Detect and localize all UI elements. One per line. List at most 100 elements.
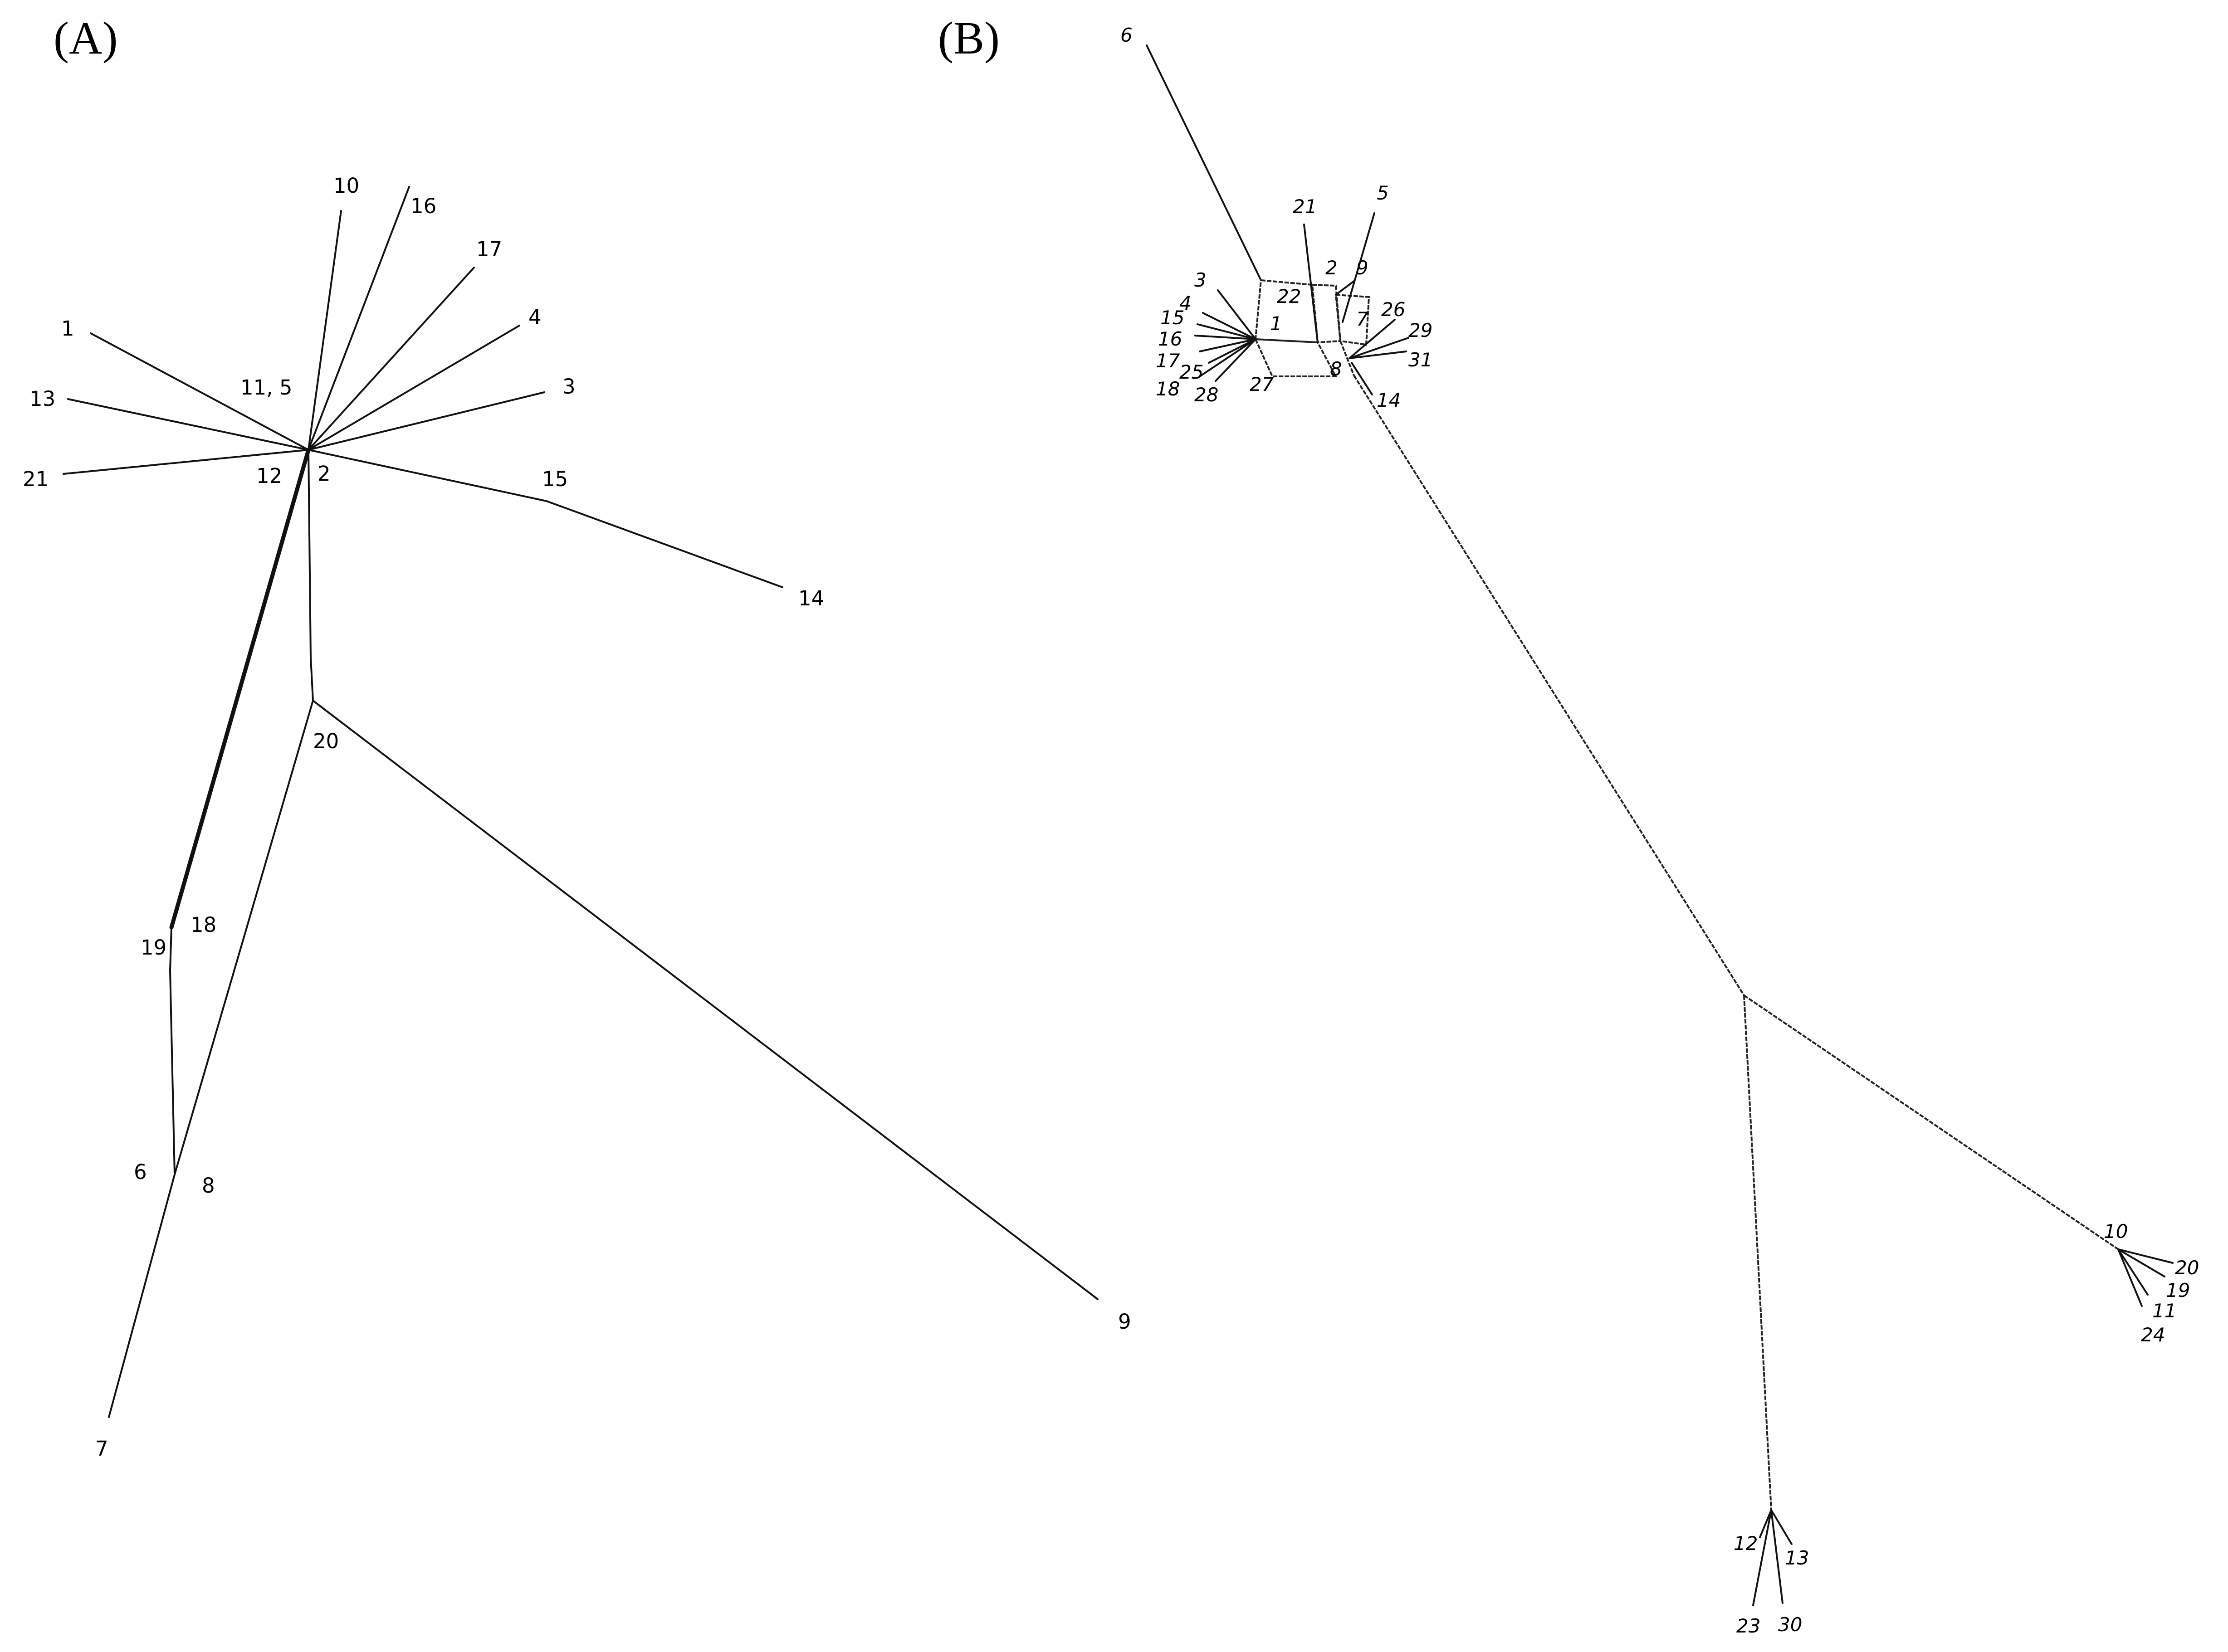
panel-a-labels: 1 13 21 10 16 17 4 3 11, 5 12 2 15 14 20… (23, 174, 1131, 1461)
node-label: 8 (202, 1174, 215, 1198)
node-label: 26 (1381, 298, 1405, 321)
node-label: 20 (313, 729, 339, 753)
edge-b-12 (1759, 1509, 1772, 1538)
node-label: 14 (798, 586, 824, 610)
node-label: 6 (134, 1160, 147, 1184)
node-label: 25 (1179, 361, 1203, 383)
edge-b-8 (1339, 341, 1355, 376)
node-label: 11, 5 (240, 375, 293, 400)
node-label: 1 (61, 317, 74, 341)
panel-a: (A) 1 13 21 10 16 17 4 3 (23, 13, 1131, 1461)
node-label: 1 (1270, 312, 1282, 335)
edge-a-4 (308, 325, 520, 451)
edge-b-13 (1770, 1509, 1793, 1545)
node-label: 29 (1408, 319, 1432, 341)
node-label: 12 (1734, 1532, 1758, 1555)
node-label: 9 (1356, 257, 1368, 279)
node-label: 12 (256, 464, 282, 488)
node-label: 15 (1160, 307, 1184, 329)
edge-b-23 (1752, 1509, 1772, 1606)
node-label: 19 (2166, 1279, 2190, 1301)
edge-a-1 (90, 332, 309, 451)
edge-a-19-6 (169, 926, 176, 1175)
node-label: 3 (1194, 269, 1207, 291)
node-label: 16 (410, 194, 436, 218)
node-label: 7 (1356, 308, 1368, 330)
edge-b-to-12-13 (1743, 995, 1772, 1511)
edge-b-25 (1208, 338, 1256, 364)
node-label: 24 (2141, 1324, 2165, 1346)
edge-a-2-20 (308, 449, 314, 702)
edge-b-20 (2117, 1248, 2174, 1264)
node-label: 27 (1250, 373, 1274, 395)
edge-a-15-14 (308, 449, 783, 588)
edge-b-4 (1202, 312, 1256, 340)
edge-b-14 (1351, 362, 1373, 395)
node-label: 7 (95, 1437, 108, 1461)
node-label: 6 (1120, 24, 1133, 46)
edge-a-16 (308, 186, 410, 451)
edge-b-29 (1349, 337, 1409, 359)
edge-b-9 (1335, 280, 1355, 296)
node-label: 18 (1156, 378, 1180, 400)
panel-a-edges (63, 186, 1099, 1418)
node-label: 30 (1778, 1613, 1802, 1636)
edge-b-19 (2117, 1248, 2165, 1277)
edge-b-21 (1303, 224, 1319, 343)
edge-a-20-8 (174, 700, 314, 1175)
node-label: 9 (1118, 1310, 1131, 1334)
edge-a-3 (308, 391, 545, 451)
edge-b-30 (1770, 1509, 1783, 1604)
node-label: 2 (318, 462, 331, 486)
node-label: 2 (1325, 257, 1338, 279)
node-label: 23 (1736, 1615, 1760, 1637)
node-label: 22 (1277, 285, 1301, 307)
node-label: 20 (2175, 1257, 2199, 1279)
edge-b-17 (1199, 338, 1256, 352)
edge-b-24 (2117, 1248, 2143, 1307)
edge-b-11 (2117, 1248, 2149, 1296)
edge-a-13 (67, 398, 309, 451)
node-label: 8 (1330, 358, 1342, 380)
node-label: 21 (23, 467, 49, 491)
edge-b-trunk (1353, 375, 1745, 996)
node-label: 3 (562, 375, 576, 399)
node-label: 15 (542, 467, 568, 491)
edge-b-26 (1349, 319, 1396, 359)
node-label: 5 (1377, 182, 1389, 204)
edge-a-18-19 (169, 448, 311, 930)
node-label: 28 (1194, 384, 1218, 406)
panel-b-label: (B) (938, 13, 1000, 64)
edge-b-31 (1349, 351, 1407, 359)
panel-b: (B) (938, 13, 2199, 1637)
node-label: 31 (1408, 349, 1432, 371)
box-b-27 (1254, 338, 1338, 377)
node-label: 11 (2152, 1300, 2176, 1322)
panel-b-labels: 6 21 5 2 9 3 22 4 7 26 29 15 1 16 31 17 … (1120, 24, 2199, 1637)
edge-b-18 (1199, 338, 1256, 377)
edge-b-6 (1146, 44, 1262, 281)
node-label: 17 (476, 237, 502, 261)
panel-b-edges (1146, 44, 2174, 1606)
edge-b-5 (1342, 212, 1375, 323)
node-label: 4 (528, 305, 542, 329)
node-label: 17 (1156, 350, 1180, 372)
node-label: 21 (1293, 195, 1317, 218)
node-label: 10 (2104, 1220, 2128, 1243)
edge-a-17 (308, 267, 475, 451)
edge-b-28 (1215, 338, 1256, 382)
edge-a-9 (312, 700, 1099, 1300)
node-label: 4 (1179, 292, 1192, 314)
edge-b-3 (1217, 289, 1256, 340)
edge-a-7 (108, 1174, 176, 1418)
edge-a-21 (63, 449, 309, 475)
edge-a-10 (308, 210, 342, 451)
edge-b-to-10 (1743, 994, 2119, 1250)
node-label: 13 (1785, 1547, 1809, 1569)
edge-b-16 (1194, 335, 1256, 340)
node-label: 18 (191, 913, 216, 937)
node-label: 16 (1158, 328, 1182, 350)
panel-a-label: (A) (54, 13, 118, 64)
node-label: 13 (29, 387, 55, 411)
